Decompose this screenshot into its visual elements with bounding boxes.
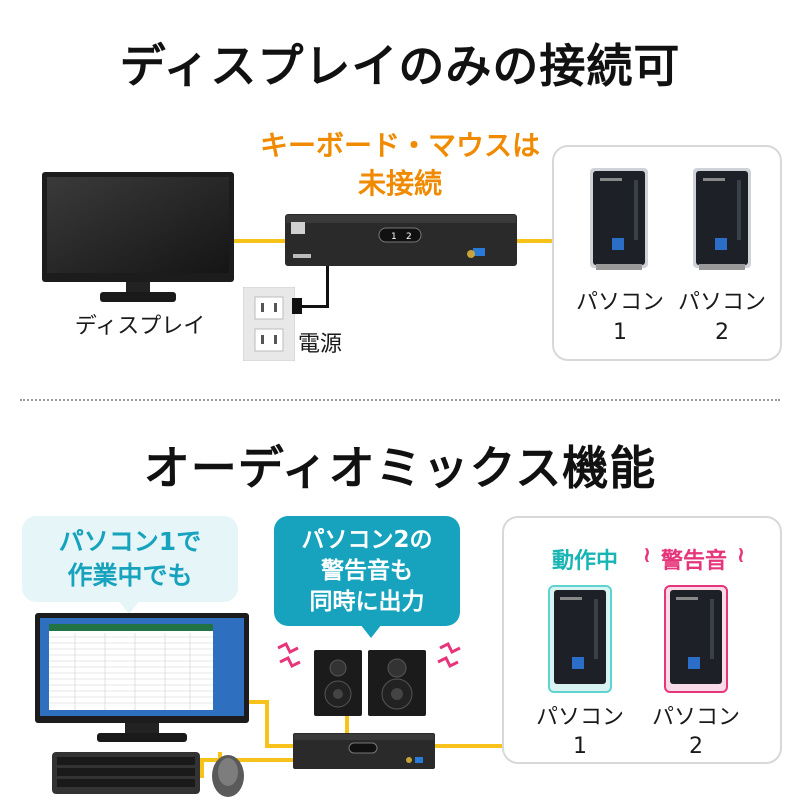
cable-speaker bbox=[345, 714, 349, 740]
pc-tower-icon bbox=[693, 168, 751, 270]
pc1-number-bottom: 1 bbox=[573, 734, 587, 759]
svg-text:1: 1 bbox=[391, 232, 397, 242]
power-plug-icon bbox=[292, 298, 302, 314]
bubble-pc1-line2: 作業中でも bbox=[67, 561, 193, 590]
section-divider bbox=[20, 399, 780, 401]
pc2-number-bottom: 2 bbox=[689, 734, 703, 759]
pc-tower-icon bbox=[590, 168, 648, 270]
cable-keyboard bbox=[200, 758, 204, 778]
status-working: 動作中 bbox=[551, 549, 618, 574]
pc-tower-alarm-icon bbox=[664, 585, 728, 693]
keyboard-mouse-note-line2: 未接続 bbox=[357, 167, 442, 200]
keyboard-mouse-note-line1: キーボード・マウスは bbox=[259, 129, 540, 162]
pc1-number: 1 bbox=[613, 320, 627, 345]
cable-monitor-h bbox=[265, 744, 297, 748]
kvm-switch-icon: 1 2 bbox=[285, 214, 517, 266]
bubble-pc2-line1: パソコン2の bbox=[301, 527, 433, 553]
section2-title: オーディオミックス機能 bbox=[143, 441, 657, 495]
hdmi-cable-display bbox=[230, 239, 290, 243]
status-alarm: 警告音 bbox=[660, 549, 727, 574]
bubble-pc1-working: パソコン1で 作業中でも bbox=[22, 516, 238, 602]
cable-monitor bbox=[248, 700, 268, 704]
alarm-wave-left-icon: ≀ bbox=[642, 543, 652, 568]
bubble-pc2-line3: 同時に出力 bbox=[309, 589, 425, 615]
bubble-pc1-line1: パソコン1で bbox=[58, 527, 202, 556]
alarm-wave-right-icon: ≀ bbox=[736, 543, 746, 568]
kvm-switch-icon bbox=[293, 733, 435, 769]
bubble-pc2-alarm: パソコン2の 警告音も 同時に出力 bbox=[274, 516, 460, 626]
monitor-spreadsheet-icon bbox=[35, 613, 249, 742]
section1-title: ディスプレイのみの接続可 bbox=[119, 39, 681, 93]
pc1-label-bottom: パソコン bbox=[535, 705, 624, 730]
speaker-right-icon bbox=[368, 650, 426, 716]
speaker-left-icon bbox=[314, 650, 362, 716]
display-label: ディスプレイ bbox=[74, 314, 206, 339]
cable-keyboard-h bbox=[200, 758, 297, 762]
power-cable-h bbox=[300, 305, 329, 308]
cable-to-pcs bbox=[516, 239, 552, 243]
svg-text:2: 2 bbox=[406, 232, 412, 242]
bubble-pc2-line2: 警告音も bbox=[321, 558, 413, 584]
monitor-icon bbox=[42, 172, 234, 302]
power-label: 電源 bbox=[298, 332, 343, 357]
pc1-label: パソコン bbox=[575, 290, 664, 315]
bubble-pc1-tail bbox=[118, 600, 140, 614]
cable-to-pcs-bottom bbox=[434, 744, 504, 748]
sound-wave-right-icon bbox=[437, 641, 461, 669]
pc2-label-bottom: パソコン bbox=[651, 705, 740, 730]
sound-wave-left-icon bbox=[277, 641, 301, 669]
keyboard-icon bbox=[52, 752, 200, 794]
pc-tower-active-icon bbox=[548, 585, 612, 693]
pc2-number: 2 bbox=[715, 320, 729, 345]
pc2-label: パソコン bbox=[677, 290, 766, 315]
power-cable bbox=[326, 266, 329, 308]
bubble-pc2-tail bbox=[360, 624, 382, 638]
cable-monitor-v bbox=[265, 700, 269, 748]
mouse-icon bbox=[212, 755, 244, 797]
power-outlet-icon bbox=[243, 287, 295, 361]
